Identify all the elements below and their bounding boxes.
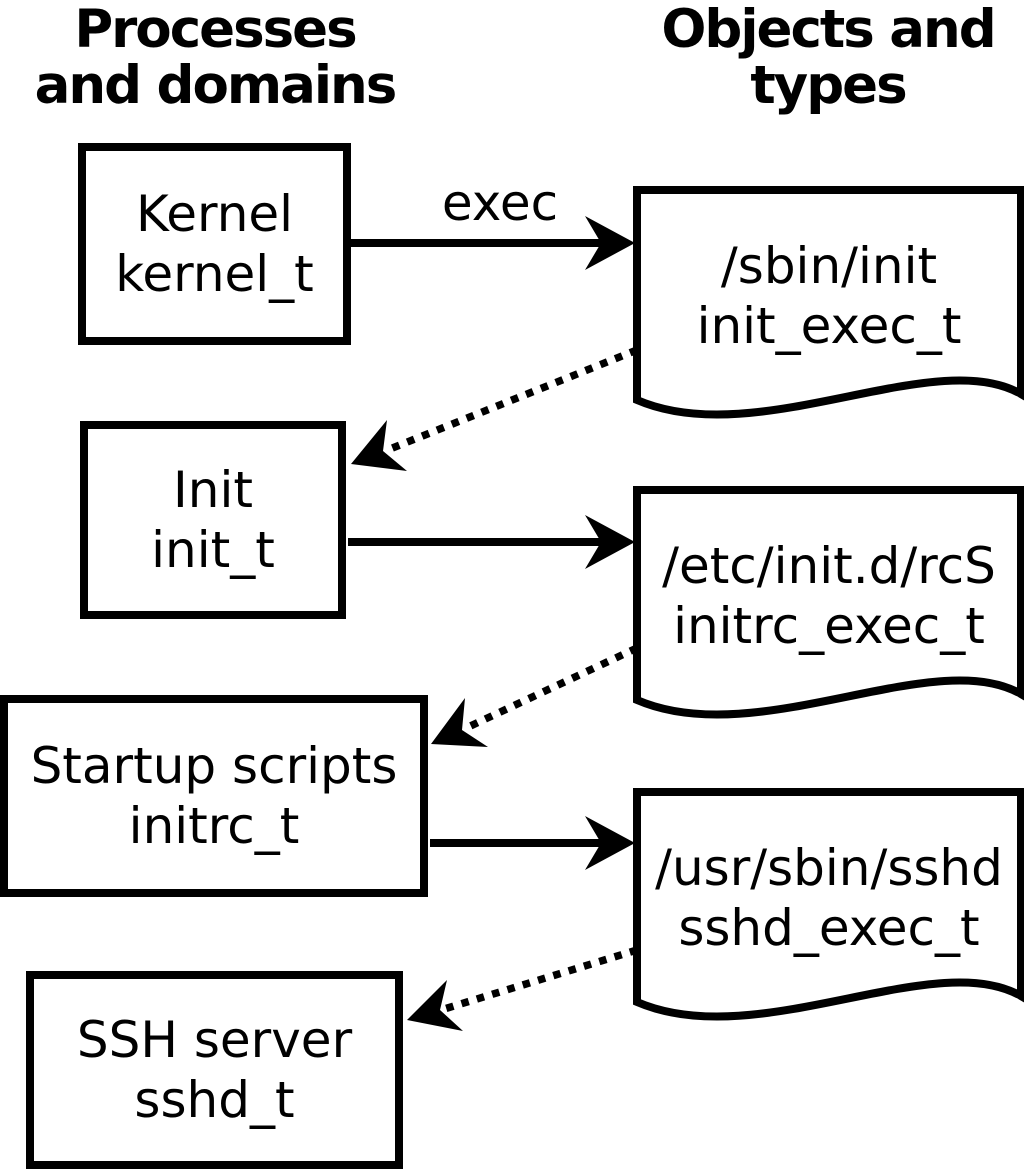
object-node-sbin-init: /sbin/init init_exec_t [633, 186, 1024, 436]
solid-arrowhead-icon-2 [585, 515, 635, 569]
process-domain-type: kernel_t [115, 245, 314, 303]
document-shape-icon [633, 186, 1024, 419]
process-name: Startup scripts [30, 737, 398, 795]
solid-arrowhead-icon-1 [585, 216, 635, 270]
document-shape-icon [633, 788, 1024, 1021]
object-file-type: initrc_exec_t [673, 597, 985, 655]
column-heading-objects-and-types: Objects and types [661, 0, 996, 116]
process-name: Init [173, 461, 253, 519]
column-heading-processes-and-domains: Processes and domains [34, 0, 398, 116]
object-file-type: sshd_exec_t [678, 899, 980, 957]
process-domain-type: initrc_t [128, 797, 300, 855]
dotted-arrowhead-icon-2 [431, 698, 488, 747]
object-file-path: /sbin/init [720, 237, 938, 295]
object-file-path: /usr/sbin/sshd [655, 839, 1003, 897]
dotted-arrow-line-sshd-exec-to-sshd [439, 946, 639, 1014]
dotted-arrow-line-initrc-exec-to-initrc [462, 644, 639, 733]
object-file-path: /etc/init.d/rcS [662, 537, 996, 595]
process-node-init: Init init_t [80, 421, 346, 619]
object-node-usr-sbin-sshd: /usr/sbin/sshd sshd_exec_t [633, 788, 1024, 1038]
object-file-type: init_exec_t [696, 297, 962, 355]
process-domain-type: init_t [151, 521, 275, 579]
dotted-arrow-line-init-exec-to-init [383, 346, 639, 455]
document-shape-icon [633, 486, 1024, 719]
process-node-ssh-server: SSH server sshd_t [26, 971, 403, 1169]
exec-arrow-label: exec [441, 174, 559, 232]
process-node-kernel: Kernel kernel_t [78, 143, 351, 345]
process-name: SSH server [76, 1011, 353, 1069]
object-node-etc-initd-rcs: /etc/init.d/rcS initrc_exec_t [633, 486, 1024, 736]
dotted-arrowhead-icon-1 [351, 420, 407, 471]
process-name: Kernel [135, 185, 294, 243]
process-domain-type: sshd_t [134, 1071, 295, 1129]
dotted-arrowhead-icon-3 [407, 980, 463, 1031]
process-node-startup-scripts: Startup scripts initrc_t [0, 695, 428, 897]
solid-arrowhead-icon-3 [585, 816, 635, 870]
